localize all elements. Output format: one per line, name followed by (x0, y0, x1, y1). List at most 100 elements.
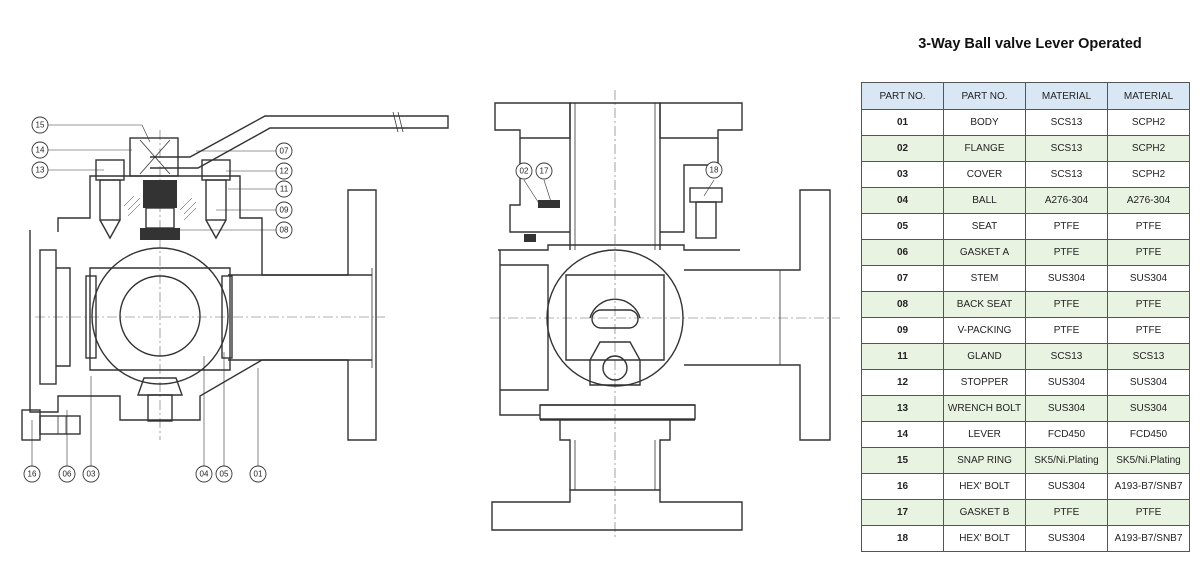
material-2-cell: SK5/Ni.Plating (1107, 447, 1190, 474)
material-1-cell: A276-304 (1025, 187, 1108, 214)
part-name-cell: STOPPER (943, 369, 1026, 396)
material-2-cell: PTFE (1107, 213, 1190, 240)
svg-text:17: 17 (540, 167, 549, 176)
part-no-cell: 06 (861, 239, 944, 266)
material-1-cell: SK5/Ni.Plating (1025, 447, 1108, 474)
part-no-cell: 17 (861, 499, 944, 526)
part-name-cell: GASKET A (943, 239, 1026, 266)
part-name-cell: FLANGE (943, 135, 1026, 162)
callout-08: 08 (275, 221, 293, 239)
material-2-cell: FCD450 (1107, 421, 1190, 448)
part-name-cell: BALL (943, 187, 1026, 214)
valve-drawing: 15 14 13 07 12 11 09 08 16 06 03 04 05 0… (21, 90, 840, 540)
material-2-cell: SCPH2 (1107, 135, 1190, 162)
table-header-row: PART NO. PART NO. MATERIAL MATERIAL (861, 82, 1190, 110)
material-2-cell: A193-B7/SNB7 (1107, 473, 1190, 500)
callout-03: 03 (82, 465, 100, 483)
material-2-cell: SUS304 (1107, 265, 1190, 292)
material-2-cell: SUS304 (1107, 369, 1190, 396)
part-no-cell: 04 (861, 187, 944, 214)
part-name-cell: BACK SEAT (943, 291, 1026, 318)
part-no-cell: 03 (861, 161, 944, 188)
svg-text:14: 14 (36, 146, 45, 155)
svg-text:07: 07 (280, 147, 289, 156)
callout-01: 01 (249, 465, 267, 483)
part-name-cell: WRENCH BOLT (943, 395, 1026, 422)
part-name-cell: BODY (943, 109, 1026, 136)
svg-text:12: 12 (280, 167, 289, 176)
part-no-cell: 11 (861, 343, 944, 370)
callout-06: 06 (58, 465, 76, 483)
callout-17: 17 (535, 162, 553, 180)
callout-07: 07 (275, 142, 293, 160)
part-name-cell: V-PACKING (943, 317, 1026, 344)
part-no-cell: 05 (861, 213, 944, 240)
part-no-cell: 14 (861, 421, 944, 448)
part-name-cell: LEVER (943, 421, 1026, 448)
svg-text:08: 08 (280, 226, 289, 235)
material-2-cell: SUS304 (1107, 395, 1190, 422)
svg-text:03: 03 (87, 470, 96, 479)
svg-text:16: 16 (28, 470, 37, 479)
valve-drawing-svg: 15 14 13 07 12 11 09 08 16 06 03 04 05 0… (21, 90, 840, 540)
callout-04: 04 (195, 465, 213, 483)
material-1-cell: PTFE (1025, 213, 1108, 240)
material-2-cell: SCS13 (1107, 343, 1190, 370)
callout-16: 16 (23, 465, 41, 483)
header-part-name: PART NO. (943, 82, 1026, 110)
svg-text:15: 15 (36, 121, 45, 130)
callout-02: 02 (515, 162, 533, 180)
left-leaders (31, 124, 276, 466)
material-2-cell: A193-B7/SNB7 (1107, 525, 1190, 552)
part-name-cell: COVER (943, 161, 1026, 188)
svg-text:06: 06 (63, 470, 72, 479)
end-view (490, 90, 840, 540)
svg-text:18: 18 (710, 166, 719, 175)
callout-09: 09 (275, 201, 293, 219)
part-no-cell: 02 (861, 135, 944, 162)
part-no-cell: 13 (861, 395, 944, 422)
material-2-cell: PTFE (1107, 291, 1190, 318)
section-view (21, 111, 449, 441)
material-2-cell: A276-304 (1107, 187, 1190, 214)
callout-11: 11 (275, 180, 293, 198)
svg-text:04: 04 (200, 470, 209, 479)
material-1-cell: FCD450 (1025, 421, 1108, 448)
material-2-cell: PTFE (1107, 499, 1190, 526)
material-2-cell: SCPH2 (1107, 109, 1190, 136)
callout-14: 14 (31, 141, 49, 159)
part-name-cell: HEX' BOLT (943, 473, 1026, 500)
part-no-cell: 12 (861, 369, 944, 396)
material-1-cell: PTFE (1025, 499, 1108, 526)
svg-text:11: 11 (280, 185, 289, 194)
svg-text:01: 01 (254, 470, 263, 479)
header-material-1: MATERIAL (1025, 82, 1108, 110)
callout-05: 05 (215, 465, 233, 483)
right-leaders (523, 179, 715, 206)
callout-12: 12 (275, 162, 293, 180)
header-material-2: MATERIAL (1107, 82, 1190, 110)
material-1-cell: SCS13 (1025, 109, 1108, 136)
callout-15: 15 (31, 116, 49, 134)
part-no-cell: 08 (861, 291, 944, 318)
svg-text:13: 13 (36, 166, 45, 175)
part-name-cell: STEM (943, 265, 1026, 292)
part-no-cell: 09 (861, 317, 944, 344)
part-name-cell: GASKET B (943, 499, 1026, 526)
part-name-cell: GLAND (943, 343, 1026, 370)
callout-18: 18 (705, 161, 723, 179)
header-part-no: PART NO. (861, 82, 944, 110)
material-1-cell: PTFE (1025, 239, 1108, 266)
svg-text:05: 05 (220, 470, 229, 479)
diagram-title: 3-Way Ball valve Lever Operated (918, 36, 1142, 52)
